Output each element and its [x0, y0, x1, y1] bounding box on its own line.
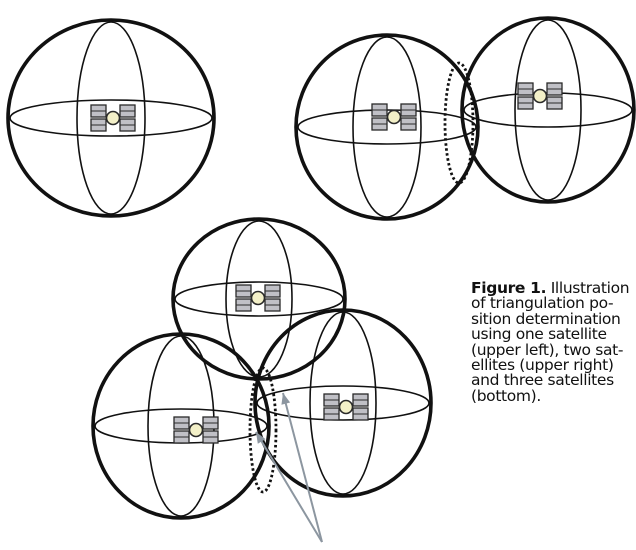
- caption-line-8: (bottom).: [471, 386, 541, 405]
- satellite-body-icon: [105, 110, 121, 126]
- pointer-arrow-left: [255, 431, 323, 543]
- caption-text-1: Illustration: [550, 281, 630, 297]
- globe-outline: [91, 332, 271, 520]
- caption-line-7: and three satellites: [471, 371, 614, 390]
- figure-caption: Figure 1. Illustration of triangulation …: [471, 281, 636, 404]
- pointer-arrow-right: [281, 392, 323, 543]
- satellite-icon: [90, 104, 136, 132]
- satellite-body-icon: [386, 109, 402, 125]
- intersection-circle-1: [443, 61, 475, 185]
- globe-outline: [460, 16, 636, 204]
- globe-6: [253, 308, 433, 498]
- pointer-line: [282, 392, 323, 543]
- globe-outline: [253, 308, 433, 498]
- globe-meridian: [309, 311, 377, 495]
- caption-line-2: of triangulation po-: [471, 294, 614, 313]
- caption-line-3: sition determination: [471, 309, 621, 328]
- satellite-body-icon: [532, 88, 548, 104]
- globe-meridian: [76, 21, 146, 215]
- arrowhead-icon: [256, 432, 266, 444]
- satellite-body-icon: [338, 399, 354, 415]
- globe-equator: [174, 281, 344, 317]
- caption-line-4: using one satellite: [471, 325, 607, 344]
- satellite-body-icon: [250, 290, 266, 306]
- satellite-body-icon: [188, 422, 204, 438]
- caption-line-6: ellites (upper right): [471, 356, 614, 375]
- satellite-group: [90, 82, 563, 444]
- intersection-group: [248, 61, 475, 494]
- intersection-circle-2: [248, 366, 278, 494]
- caption-label: Figure 1.: [471, 281, 547, 297]
- pointer-line: [255, 431, 323, 543]
- globe-meridian: [514, 19, 582, 201]
- pointer-group: [255, 392, 323, 543]
- globe-equator: [256, 385, 430, 421]
- satellite-icon: [235, 284, 281, 312]
- globe-1: [6, 18, 216, 218]
- sphere-group: [6, 16, 636, 520]
- arrowhead-icon: [281, 393, 291, 405]
- globe-5: [91, 332, 271, 520]
- satellite-icon: [371, 103, 417, 131]
- globe-outline: [6, 18, 216, 218]
- satellite-icon: [173, 416, 219, 444]
- globe-outline: [294, 33, 480, 221]
- caption-line-5: (upper left), two sat-: [471, 340, 624, 359]
- globe-equator: [9, 99, 213, 137]
- globe-3: [460, 16, 636, 204]
- globe-meridian: [352, 36, 422, 218]
- satellite-icon: [517, 82, 563, 110]
- caption-line-1: Figure 1. Illustration: [471, 281, 636, 296]
- satellite-icon: [323, 393, 369, 421]
